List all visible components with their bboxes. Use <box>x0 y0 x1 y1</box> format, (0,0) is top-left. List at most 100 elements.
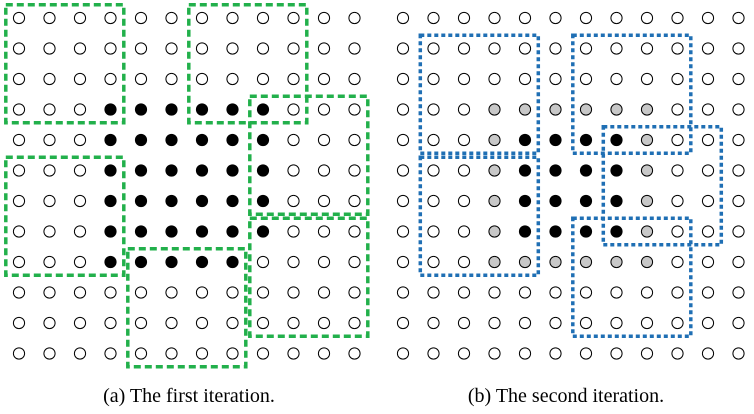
grid-dot-empty <box>457 286 471 299</box>
grid-dot-empty <box>287 164 300 177</box>
grid-dot-empty <box>134 316 148 330</box>
grid-dot-filled <box>518 164 532 177</box>
grid-dot-empty <box>549 347 562 360</box>
grid-dot-gray <box>610 103 623 116</box>
grid-dot-empty <box>396 103 410 116</box>
grid-dot-empty <box>43 103 56 116</box>
grid-dot-filled <box>256 194 270 208</box>
grid-dot-empty <box>287 133 300 147</box>
grid-dot-filled <box>579 194 593 208</box>
grid-dot-empty <box>348 11 361 25</box>
grid-dot-empty <box>12 194 26 208</box>
panel-second-iteration: (b) The second iteration. <box>396 11 745 407</box>
grid-dot-filled <box>226 133 239 147</box>
grid-dot-empty <box>348 286 361 299</box>
grid-dot-filled <box>195 164 209 177</box>
grid-dot-empty <box>671 194 684 208</box>
grid-dot-empty <box>396 225 410 238</box>
grid-dot-filled <box>579 164 593 177</box>
grid-dot-empty <box>640 286 654 299</box>
grid-dot-empty <box>732 103 745 116</box>
grid-dot-empty <box>348 194 361 208</box>
grid-dot-empty <box>579 42 593 55</box>
dashed-box-1 <box>4 3 126 125</box>
grid-dot-gray <box>640 255 654 269</box>
grid-dot-empty <box>256 286 270 299</box>
grid-dot-empty <box>518 286 532 299</box>
grid-dot-filled <box>195 225 209 238</box>
grid-dot-filled <box>104 164 117 177</box>
grid-dot-empty <box>256 347 270 360</box>
grid-dot-empty <box>104 316 117 330</box>
grid-dot-empty <box>671 316 684 330</box>
grid-dot-empty <box>457 225 471 238</box>
grid-dot-gray <box>488 225 501 238</box>
grid-dot-empty <box>165 286 178 299</box>
grid-dot-empty <box>488 286 501 299</box>
grid-dot-empty <box>317 225 331 238</box>
grid-dot-empty <box>165 72 178 86</box>
grid-dot-empty <box>427 316 440 330</box>
dashed-box-3 <box>601 125 724 247</box>
grid-dot-empty <box>488 72 501 86</box>
grid-dot-empty <box>671 103 684 116</box>
grid-dot-filled <box>549 225 562 238</box>
grid-dot-filled <box>195 255 209 269</box>
grid-dot-empty <box>457 133 471 147</box>
grid-dot-empty <box>73 194 87 208</box>
grid-dot-empty <box>12 72 26 86</box>
dashed-box-4 <box>4 155 126 278</box>
grid-dot-empty <box>427 42 440 55</box>
grid-dot-empty <box>732 11 745 25</box>
grid-dot-empty <box>104 11 117 25</box>
grid-dot-empty <box>671 133 684 147</box>
grid-dot-empty <box>317 347 331 360</box>
grid-dot-empty <box>457 103 471 116</box>
grid-dot-empty <box>396 347 410 360</box>
grid-dot-gray <box>488 255 501 269</box>
grid-dot-filled <box>165 164 178 177</box>
grid-dot-empty <box>701 164 715 177</box>
grid-dot-empty <box>457 347 471 360</box>
grid-dot-empty <box>73 225 87 238</box>
grid-dot-filled <box>256 103 270 116</box>
grid-dot-filled <box>226 194 239 208</box>
grid-dot-empty <box>640 347 654 360</box>
grid-dot-empty <box>701 42 715 55</box>
grid-dot-gray <box>549 103 562 116</box>
panel-first-iteration: (a) The first iteration. <box>4 3 370 407</box>
grid-dot-empty <box>701 11 715 25</box>
grid-dot-filled <box>165 103 178 116</box>
dashed-box-3 <box>248 94 370 217</box>
boxes-second <box>418 33 724 339</box>
grid-dot-filled <box>226 103 239 116</box>
grid-dot-filled <box>256 225 270 238</box>
grid-dot-empty <box>488 316 501 330</box>
grid-dot-empty <box>396 72 410 86</box>
grid-dot-empty <box>43 11 56 25</box>
grid-dot-empty <box>396 11 410 25</box>
grid-dot-gray <box>549 255 562 269</box>
grid-dot-filled <box>518 194 532 208</box>
grid-dot-empty <box>396 194 410 208</box>
grid-dot-gray <box>488 133 501 147</box>
grid-dot-empty <box>43 42 56 55</box>
caption-first-iteration: (a) The first iteration. <box>103 385 275 407</box>
grid-dot-empty <box>427 347 440 360</box>
grid-dot-empty <box>73 42 87 55</box>
grid-dot-empty <box>396 164 410 177</box>
grid-dot-filled <box>579 225 593 238</box>
grid-dot-empty <box>610 347 623 360</box>
grid-dot-empty <box>396 316 410 330</box>
dashed-box-5 <box>571 216 693 339</box>
grid-dot-empty <box>579 316 593 330</box>
grid-dot-empty <box>732 347 745 360</box>
grid-dot-empty <box>348 164 361 177</box>
grid-dot-gray <box>518 103 532 116</box>
grid-dot-empty <box>427 194 440 208</box>
grid-dot-empty <box>579 286 593 299</box>
grid-dot-empty <box>12 316 26 330</box>
grid-dot-empty <box>579 11 593 25</box>
grid-dot-empty <box>195 347 209 360</box>
